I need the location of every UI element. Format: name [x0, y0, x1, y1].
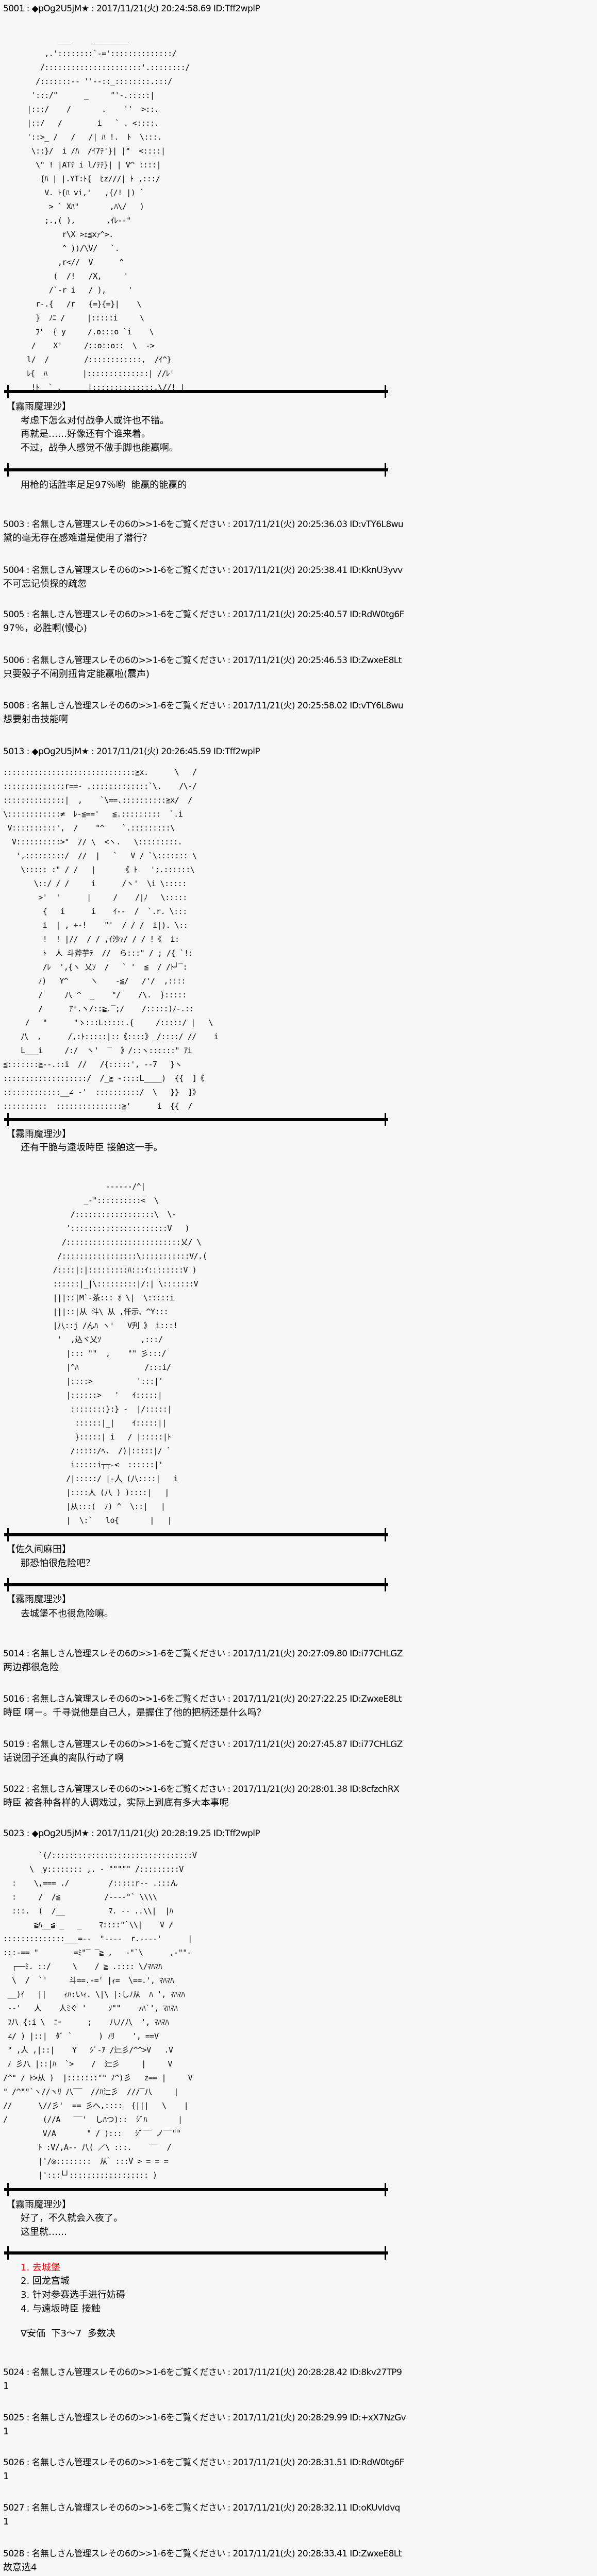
- reply-header: 5005 : 名無しさん管理スレその6の>>1-6をご覧ください : 2017/…: [3, 609, 404, 620]
- reply-header: 5027 : 名無しさん管理スレその6の>>1-6をご覧ください : 2017/…: [3, 2503, 400, 2513]
- dialogue-line: 还有干脆与遠坂時臣 接触这一手。: [21, 1142, 163, 1153]
- reply-text: 1: [3, 2516, 9, 2527]
- separator-line: [4, 2246, 388, 2260]
- separator-line: [4, 2183, 388, 2196]
- reply-header: 5008 : 名無しさん管理スレその6の>>1-6をご覧ください : 2017/…: [3, 701, 404, 711]
- reply-post: 5005 : 名無しさん管理スレその6の>>1-6をご覧ください : 2017/…: [3, 607, 404, 635]
- speaker-label: 【霧雨魔理沙】: [6, 1129, 71, 1140]
- reply-text: 97％，必胜啊(慢心): [3, 623, 87, 634]
- dialogue-line: 这里就……: [21, 2227, 67, 2238]
- post-header-5023: 5023 : ◆pOg2U5jM★ : 2017/11/21(火) 20:28:…: [3, 1828, 260, 1839]
- reply-text: 時臣 啊－。千寻说他是自己人，是握住了他的把柄还是什么吗？: [3, 1707, 266, 1718]
- ascii-art-sakuma: ------/^| _-"::::::::::< \ /::::::::::::…: [53, 1182, 207, 1525]
- separator-line: [4, 463, 388, 477]
- post-header-5013: 5013 : ◆pOg2U5jM★ : 2017/11/21(火) 20:26:…: [3, 747, 260, 757]
- reply-text: 1: [3, 2381, 9, 2392]
- reply-header: 5014 : 名無しさん管理スレその6の>>1-6をご覧ください : 2017/…: [3, 1649, 403, 1659]
- ascii-art-marisa-hat: ___ ________ ,.'::::::::`-='::::::::::::…: [27, 35, 190, 392]
- reply-post: 5026 : 名無しさん管理スレその6の>>1-6をご覧ください : 2017/…: [3, 2455, 404, 2483]
- reply-header: 5024 : 名無しさん管理スレその6の>>1-6をご覧ください : 2017/…: [3, 2367, 402, 2378]
- separator-line: [4, 1528, 388, 1541]
- choice-option-3: 3. 针对参赛选手进行妨碍: [21, 2290, 125, 2300]
- separator-line: [4, 385, 388, 398]
- reply-post: 5016 : 名無しさん管理スレその6の>>1-6をご覧ください : 2017/…: [3, 1692, 402, 1720]
- dialogue-line: 去城堡不也很危险嘛。: [21, 1608, 113, 1619]
- reply-header: 5026 : 名無しさん管理スレその6の>>1-6をご覧ください : 2017/…: [3, 2458, 404, 2468]
- speaker-label: 【佐久间麻田】: [6, 1544, 71, 1555]
- reply-header: 5004 : 名無しさん管理スレその6の>>1-6をご覧ください : 2017/…: [3, 565, 403, 575]
- reply-post: 5027 : 名無しさん管理スレその6の>>1-6をご覧ください : 2017/…: [3, 2501, 400, 2529]
- reply-header: 5003 : 名無しさん管理スレその6の>>1-6をご覧ください : 2017/…: [3, 519, 404, 530]
- reply-post: 5025 : 名無しさん管理スレその6の>>1-6をご覧ください : 2017/…: [3, 2411, 406, 2438]
- dialogue-line: 用枪的话胜率足足97％哟 能赢的能赢的: [21, 480, 187, 490]
- ascii-art-marisa: `(/::::::::::::::::::::::::::::::::V \ y…: [3, 1851, 197, 2180]
- dialogue-line: 再就是……好像还有个谁来着。: [21, 429, 151, 439]
- choice-option-1: 1. 去城堡: [21, 2262, 60, 2273]
- reply-text: 故意选4: [3, 2562, 37, 2573]
- vote-rule: ∇安価 下3～7 多数决: [21, 2328, 115, 2339]
- dialogue-line: 不过，战争人感觉不做手脚也能赢啊。: [21, 443, 178, 453]
- reply-post: 5024 : 名無しさん管理スレその6の>>1-6をご覧ください : 2017/…: [3, 2365, 402, 2393]
- speaker-label: 【霧雨魔理沙】: [6, 401, 71, 412]
- dialogue-line: 考虑下怎么对付战争人或许也不错。: [21, 415, 169, 426]
- reply-text: 想要射击技能啊: [3, 714, 68, 725]
- reply-post: 5004 : 名無しさん管理スレその6の>>1-6をご覧ください : 2017/…: [3, 563, 403, 591]
- separator-line: [4, 1578, 388, 1591]
- reply-text: 只要骰子不闹别扭肯定能赢啦(震声): [3, 669, 150, 680]
- reply-post: 5014 : 名無しさん管理スレその6の>>1-6をご覧ください : 2017/…: [3, 1647, 403, 1674]
- reply-header: 5006 : 名無しさん管理スレその6の>>1-6をご覧ください : 2017/…: [3, 655, 402, 666]
- reply-text: 话说团子还真的离队行动了啊: [3, 1753, 124, 1764]
- reply-text: 不可忘记侦探的疏忽: [3, 579, 87, 589]
- ascii-art-character: ::::::::::::::::::::::::::::::≧x. \ / ::…: [3, 768, 219, 1111]
- choice-option-2: 2. 回龙宫城: [21, 2276, 70, 2286]
- reply-header: 5016 : 名無しさん管理スレその6の>>1-6をご覧ください : 2017/…: [3, 1694, 402, 1704]
- choice-option-4: 4. 与遠坂時臣 接触: [21, 2303, 101, 2314]
- reply-text: 黛的毫无存在感难道是使用了潜行？: [3, 533, 152, 544]
- reply-header: 5022 : 名無しさん管理スレその6の>>1-6をご覧ください : 2017/…: [3, 1784, 400, 1794]
- reply-post: 5019 : 名無しさん管理スレその6の>>1-6をご覧ください : 2017/…: [3, 1737, 403, 1765]
- dialogue-line: 那恐怕很危险吧？: [21, 1558, 95, 1569]
- reply-text: 1: [3, 2471, 9, 2482]
- reply-post: 5006 : 名無しさん管理スレその6の>>1-6をご覧ください : 2017/…: [3, 653, 402, 681]
- reply-header: 5019 : 名無しさん管理スレその6の>>1-6をご覧ください : 2017/…: [3, 1739, 403, 1750]
- reply-text: 1: [3, 2426, 9, 2437]
- reply-post: 5008 : 名無しさん管理スレその6の>>1-6をご覧ください : 2017/…: [3, 699, 404, 726]
- separator-line: [4, 1113, 388, 1126]
- speaker-label: 【霧雨魔理沙】: [6, 2199, 71, 2210]
- reply-post: 5003 : 名無しさん管理スレその6の>>1-6をご覧ください : 2017/…: [3, 517, 404, 545]
- post-header-5001: 5001 : ◆pOg2U5jM★ : 2017/11/21(火) 20:24:…: [3, 4, 260, 14]
- reply-post: 5022 : 名無しさん管理スレその6の>>1-6をご覧ください : 2017/…: [3, 1782, 400, 1810]
- reply-text: 時臣 被各种各样的人调戏过，实际上到底有多大本事呢: [3, 1798, 229, 1808]
- reply-header: 5028 : 名無しさん管理スレその6の>>1-6をご覧ください : 2017/…: [3, 2549, 402, 2559]
- reply-text: 两边都很危险: [3, 1662, 59, 1673]
- dialogue-line: 好了，不久就会入夜了。: [21, 2213, 123, 2224]
- reply-post: 5028 : 名無しさん管理スレその6の>>1-6をご覧ください : 2017/…: [3, 2547, 402, 2574]
- reply-header: 5025 : 名無しさん管理スレその6の>>1-6をご覧ください : 2017/…: [3, 2413, 406, 2423]
- speaker-label: 【霧雨魔理沙】: [6, 1594, 71, 1605]
